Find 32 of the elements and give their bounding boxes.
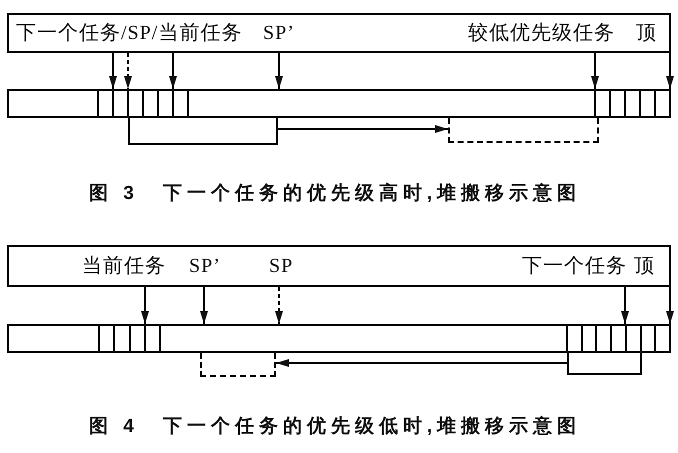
figure-caption: 图 3 下一个任务的优先级高时,堆搬移示意图 (89, 183, 582, 206)
pointer-label: SP (269, 254, 294, 278)
pointer-label: SP’ (189, 254, 221, 278)
arrow (109, 53, 117, 89)
pointer-label: SP’ (263, 21, 295, 45)
pointer-label: 下一个任务/SP/当前任务 (16, 21, 242, 45)
arrow (666, 53, 674, 89)
dashed-arrow (124, 53, 132, 89)
label-bar (7, 13, 671, 53)
arrow (141, 287, 149, 324)
stack-segment (128, 118, 278, 145)
pointer-label: 顶 (634, 254, 655, 278)
stack-strip (7, 89, 671, 118)
pointer-label: 下一个任务 (522, 254, 627, 278)
arrow (591, 53, 599, 89)
arrow (169, 53, 177, 89)
stack-strip (7, 324, 671, 353)
arrow (666, 287, 674, 324)
pointer-label: 顶 (636, 21, 657, 45)
dashed-segment (200, 353, 276, 377)
arrow (200, 287, 208, 324)
arrow (276, 359, 567, 367)
dashed-arrow (275, 287, 283, 324)
arrow (621, 287, 629, 324)
arrow (278, 125, 448, 133)
pointer-label: 较低优先级任务 (468, 21, 615, 45)
label-bar (7, 245, 671, 287)
figure-caption: 图 4 下一个任务的优先级低时,堆搬移示意图 (89, 416, 582, 439)
pointer-label: 当前任务 (82, 254, 166, 278)
stack-segment (567, 353, 642, 375)
dashed-segment (448, 118, 599, 143)
arrow (275, 53, 283, 89)
